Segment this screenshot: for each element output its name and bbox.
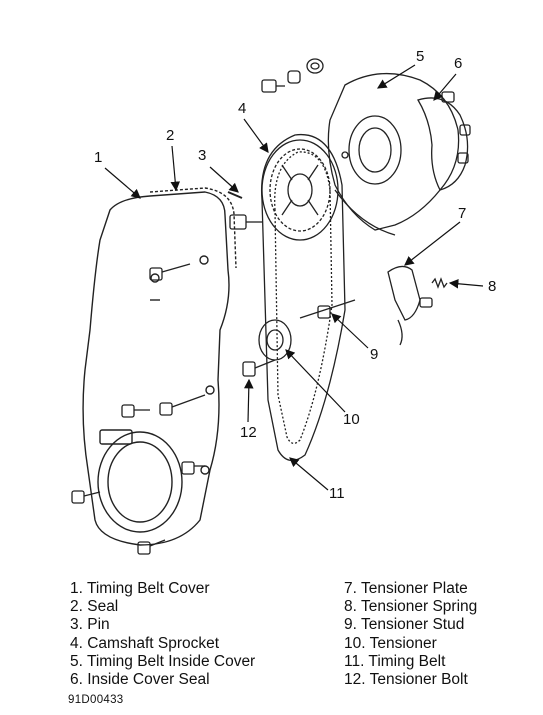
tensioner [258,319,292,361]
timing-belt-cover [82,187,237,546]
exploded-view-diagram: 1 2 3 4 5 6 7 8 9 10 11 12 [71,48,496,555]
pin [227,191,243,199]
inside-cover-seal [417,91,471,191]
callout-2: 2 [166,127,174,144]
top-bolts [261,58,324,93]
tensioner-stud [299,299,356,319]
callout-8: 8 [488,278,496,295]
legend-item: 2. Seal [70,598,119,616]
callout-1: 1 [94,149,102,166]
leader-arrows [104,64,484,491]
timing-belt-inside-cover [327,72,460,236]
legend-item: 4. Camshaft Sprocket [70,634,220,652]
legend-item: 8. Tensioner Spring [344,598,478,616]
legend-item: 9. Tensioner Stud [344,616,465,634]
legend-item: 3. Pin [70,616,110,634]
callout-6: 6 [454,55,462,72]
callout-7: 7 [458,205,466,222]
legend-item: 1. Timing Belt Cover [70,580,210,597]
cover-bolts [71,263,206,555]
camshaft-sprocket [261,139,339,241]
callout-9: 9 [370,346,378,363]
legend-item: 7. Tensioner Plate [344,580,468,597]
legend-left-column: 1. Timing Belt Cover 2. Seal 3. Pin 4. C… [70,580,255,689]
legend-item: 12. Tensioner Bolt [344,670,468,688]
callout-labels: 1 2 3 4 5 6 7 8 9 10 11 12 [94,48,496,502]
callout-11: 11 [329,485,345,502]
timing-belt [260,133,346,462]
legend-item: 11. Timing Belt [344,652,446,670]
callout-10: 10 [343,411,360,428]
legend-right-column: 7. Tensioner Plate 8. Tensioner Spring 9… [344,580,477,689]
callout-12: 12 [240,424,257,441]
tensioner-spring [419,277,448,308]
legend-item: 6. Inside Cover Seal [70,670,210,688]
legend-item: 10. Tensioner [344,634,437,652]
callout-3: 3 [198,147,206,164]
figure-code: 91D00433 [68,694,124,706]
legend-item: 5. Timing Belt Inside Cover [70,652,256,670]
callout-4: 4 [238,100,246,117]
sprocket-bolt [229,214,262,230]
callout-5: 5 [416,48,424,65]
tensioner-bolt [242,359,276,377]
tensioner-plate [387,265,421,346]
